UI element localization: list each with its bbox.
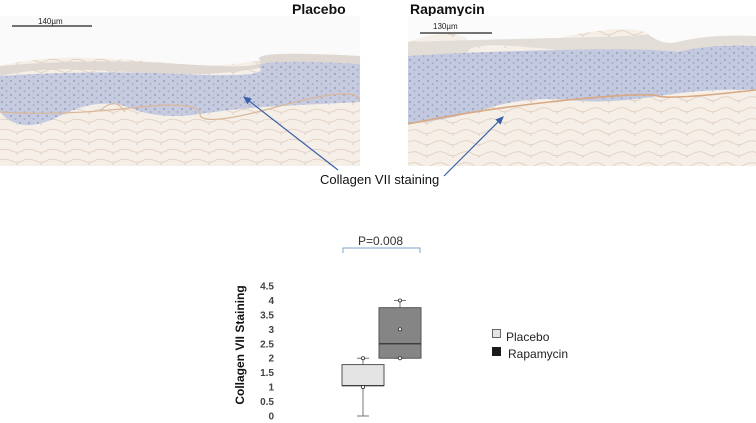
p-value: P=0.008 (358, 234, 404, 248)
y-tick-label: 4.5 (260, 282, 274, 293)
box-rapamycin (378, 307, 422, 359)
legend-swatch-placebo (492, 329, 501, 338)
micrograph-rapamycin (408, 16, 756, 166)
legend-label-rapamycin: Rapamycin (508, 347, 569, 361)
legend-swatch-rapamycin (492, 347, 501, 356)
y-tick-label: 3 (268, 325, 274, 336)
y-tick-label: 3.5 (260, 310, 274, 321)
micrograph-placebo (0, 16, 360, 166)
box-placebo (341, 364, 385, 387)
max-point-placebo (361, 356, 366, 361)
panel-title-placebo: Placebo (292, 1, 346, 17)
y-axis-label-wrap: Collagen VII Staining (233, 285, 247, 404)
mean-marker-rapamycin (397, 327, 402, 332)
min-point-rapamycin (397, 356, 402, 361)
y-tick-label: 0.5 (260, 397, 274, 408)
legend-label-placebo: Placebo (506, 330, 550, 344)
scale-bar-label-placebo: 140µm (38, 17, 63, 26)
max-point-rapamycin (397, 298, 402, 303)
mean-marker-placebo (361, 385, 366, 390)
y-tick-label: 4 (268, 296, 274, 307)
y-tick-label: 2.5 (260, 339, 274, 350)
y-tick-label: 1.5 (260, 368, 274, 379)
y-tick-label: 2 (268, 354, 274, 365)
y-axis-label: Collagen VII Staining (233, 285, 247, 404)
box-plot: 0 0.5 1 1.5 2 2.5 3 3.5 4 4.5 (260, 282, 422, 423)
scale-bar-label-rapamycin: 130µm (433, 22, 458, 31)
y-tick-label: 1 (268, 383, 274, 394)
panel-title-rapamycin: Rapamycin (410, 1, 485, 17)
y-tick-label: 0 (268, 412, 274, 423)
callout-arrows (243, 96, 504, 177)
significance-bracket (342, 247, 421, 253)
arrow-placebo (243, 96, 339, 171)
callout-label: Collagen VII staining (320, 172, 440, 187)
arrow-rapamycin (443, 116, 504, 177)
